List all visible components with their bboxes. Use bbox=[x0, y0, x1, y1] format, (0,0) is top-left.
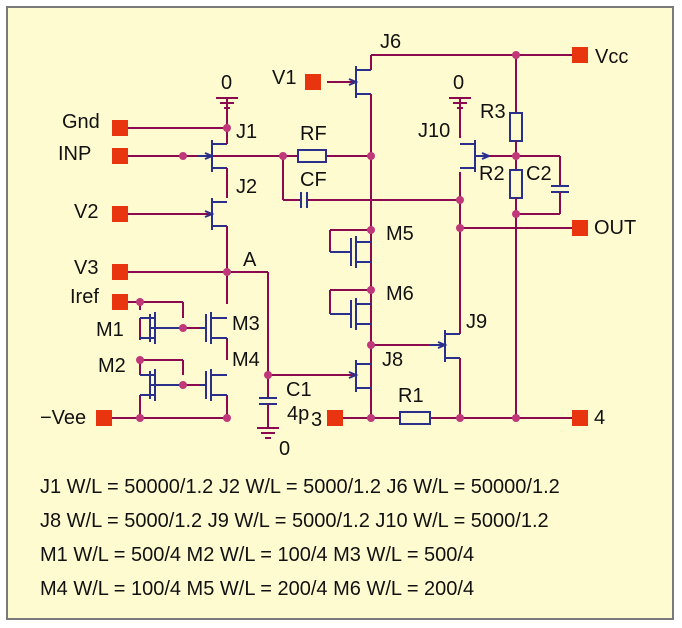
label-j2: J2 bbox=[236, 176, 257, 198]
capacitor-cf bbox=[300, 192, 308, 208]
ground-j1 bbox=[216, 97, 238, 110]
label-v2: V2 bbox=[74, 201, 98, 223]
mosfet-m3 bbox=[200, 312, 227, 344]
pad-inp bbox=[112, 148, 128, 164]
label-n3: 3 bbox=[311, 409, 322, 431]
pad-out bbox=[572, 220, 588, 236]
input-wiring bbox=[128, 127, 460, 201]
label-v3: V3 bbox=[74, 257, 98, 279]
jfet-j2 bbox=[128, 198, 227, 230]
resistor-r3 bbox=[509, 112, 523, 142]
label-j9: J9 bbox=[466, 311, 487, 333]
pad-v3 bbox=[112, 264, 128, 280]
resistor-r2 bbox=[509, 169, 523, 199]
spec-line-4: M4 W/L = 100/4 M5 W/L = 200/4 M6 W/L = 2… bbox=[40, 578, 474, 600]
label-m4: M4 bbox=[232, 349, 260, 371]
junction-dots bbox=[136, 51, 520, 422]
pad-n3 bbox=[327, 410, 343, 426]
jfet-j9 bbox=[430, 330, 460, 362]
label-gnd: Gnd bbox=[62, 111, 100, 133]
mirror-wiring bbox=[112, 301, 228, 419]
label-r1: R1 bbox=[398, 385, 424, 407]
label-r2: R2 bbox=[479, 163, 505, 185]
pad-n4 bbox=[572, 410, 588, 426]
label-node-a: A bbox=[243, 249, 257, 271]
mosfet-m5 bbox=[329, 229, 371, 268]
jfet-j1 bbox=[198, 140, 227, 172]
capacitor-c1 bbox=[259, 397, 277, 418]
jfet-j10 bbox=[460, 140, 492, 172]
label-j8: J8 bbox=[382, 349, 403, 371]
ground-j10 bbox=[449, 97, 471, 138]
mosfet-m2 bbox=[140, 369, 183, 401]
spec-line-1: J1 W/L = 50000/1.2 J2 W/L = 5000/1.2 J6 … bbox=[40, 476, 560, 498]
jfet-j6 bbox=[348, 66, 371, 98]
label-c1: C1 bbox=[286, 379, 312, 401]
label-inp: INP bbox=[58, 143, 91, 165]
label-m5: M5 bbox=[386, 223, 414, 245]
jfet-j8 bbox=[348, 360, 371, 392]
label-m6: M6 bbox=[386, 283, 414, 305]
label-m1: M1 bbox=[96, 319, 124, 341]
mosfet-m6 bbox=[329, 289, 371, 330]
spec-line-2: J8 W/L = 5000/1.2 J9 W/L = 5000/1.2 J10 … bbox=[40, 510, 549, 532]
pad-gnd bbox=[112, 120, 128, 136]
label-cf: CF bbox=[300, 169, 327, 191]
label-rf: RF bbox=[300, 123, 327, 145]
label-c2: C2 bbox=[526, 163, 552, 185]
label-vcc: Vcc bbox=[595, 46, 628, 68]
pad-v2 bbox=[112, 206, 128, 222]
ground-c1 bbox=[257, 418, 279, 439]
label-iref: Iref bbox=[70, 286, 99, 308]
label-m2: M2 bbox=[98, 355, 126, 377]
label-n4: 4 bbox=[594, 407, 605, 429]
resistor-r1 bbox=[399, 411, 431, 425]
vcc-rail bbox=[327, 54, 572, 113]
label-m3: M3 bbox=[232, 313, 260, 335]
node-a-wiring bbox=[128, 271, 356, 398]
label-out: OUT bbox=[594, 217, 636, 239]
label-ground-c1: 0 bbox=[279, 438, 290, 460]
label-j6: J6 bbox=[380, 31, 401, 53]
label-v1: V1 bbox=[272, 67, 296, 89]
pad-iref bbox=[112, 294, 128, 310]
label-j10: J10 bbox=[418, 120, 450, 142]
label-j1: J1 bbox=[236, 121, 257, 143]
mosfet-m1 bbox=[140, 312, 183, 344]
label-ground-j10: 0 bbox=[453, 72, 464, 94]
label-ground-j1: 0 bbox=[221, 72, 232, 94]
pad-v1 bbox=[305, 74, 321, 90]
spec-line-3: M1 W/L = 500/4 M2 W/L = 100/4 M3 W/L = 5… bbox=[40, 544, 474, 566]
resistor-rf bbox=[297, 149, 327, 163]
pad-vee bbox=[96, 410, 112, 426]
mosfet-m4 bbox=[200, 369, 227, 401]
label-vee: −Vee bbox=[40, 407, 86, 429]
pad-vcc bbox=[572, 47, 588, 63]
label-r3: R3 bbox=[480, 101, 506, 123]
label-c1-value: 4p bbox=[287, 403, 309, 425]
capacitor-c2 bbox=[516, 156, 569, 215]
